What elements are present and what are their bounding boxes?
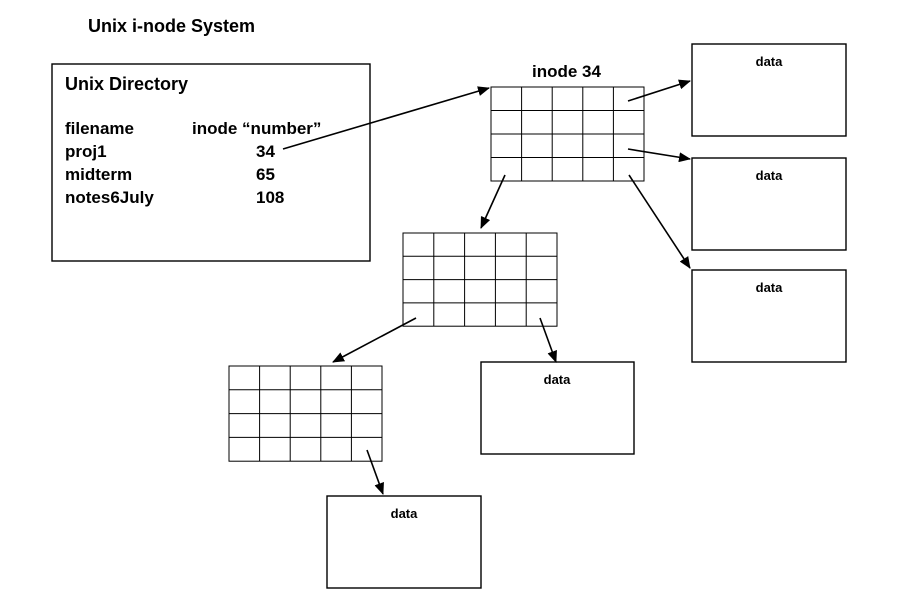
arrow-inode34-to-data-1 bbox=[627, 79, 691, 102]
column-header-filename: filename bbox=[65, 119, 134, 138]
diagram-title: Unix i-node System bbox=[88, 16, 255, 36]
arrow-indirect1-to-indirect2 bbox=[332, 317, 417, 363]
data-block-1-frame bbox=[691, 43, 847, 137]
inode-number-proj1: 34 bbox=[256, 142, 275, 161]
data-block-2-frame bbox=[691, 157, 847, 251]
data-block-5-frame bbox=[326, 495, 482, 589]
directory-heading: Unix Directory bbox=[65, 74, 188, 94]
filename-proj1: proj1 bbox=[65, 142, 107, 161]
inode-34-label: inode 34 bbox=[532, 62, 602, 81]
inode-number-midterm: 65 bbox=[256, 165, 275, 184]
data-block-5: data bbox=[326, 495, 482, 589]
directory-frame bbox=[51, 63, 371, 262]
filename-notes6july: notes6July bbox=[65, 188, 154, 207]
indirect-block-1-table bbox=[402, 232, 558, 327]
inode-number-notes6july: 108 bbox=[256, 188, 284, 207]
unix-directory-box: Unix Directory filename inode “number” p… bbox=[51, 63, 371, 262]
filename-midterm: midterm bbox=[65, 165, 132, 184]
indirect-block-2-table bbox=[228, 365, 383, 462]
data-block-4: data bbox=[480, 361, 635, 455]
arrow-proj1-to-inode34 bbox=[282, 86, 490, 150]
data-block-2-label: data bbox=[756, 168, 784, 183]
data-block-5-label: data bbox=[391, 506, 419, 521]
arrow-indirect1-to-data-4 bbox=[539, 317, 557, 363]
data-block-3: data bbox=[691, 269, 847, 363]
data-block-2: data bbox=[691, 157, 847, 251]
data-block-3-frame bbox=[691, 269, 847, 363]
data-block-1-label: data bbox=[756, 54, 784, 69]
data-block-4-label: data bbox=[544, 372, 572, 387]
data-block-1: data bbox=[691, 43, 847, 137]
data-block-4-frame bbox=[480, 361, 635, 455]
arrow-inode34-to-data-2 bbox=[627, 148, 691, 163]
inode-34-table bbox=[490, 86, 645, 182]
arrow-inode34-to-data-3 bbox=[628, 174, 691, 269]
arrow-indirect2-to-data-5 bbox=[366, 449, 384, 495]
column-header-inode: inode “number” bbox=[192, 119, 321, 138]
data-block-3-label: data bbox=[756, 280, 784, 295]
arrow-inode34-to-indirect-1 bbox=[480, 174, 506, 229]
